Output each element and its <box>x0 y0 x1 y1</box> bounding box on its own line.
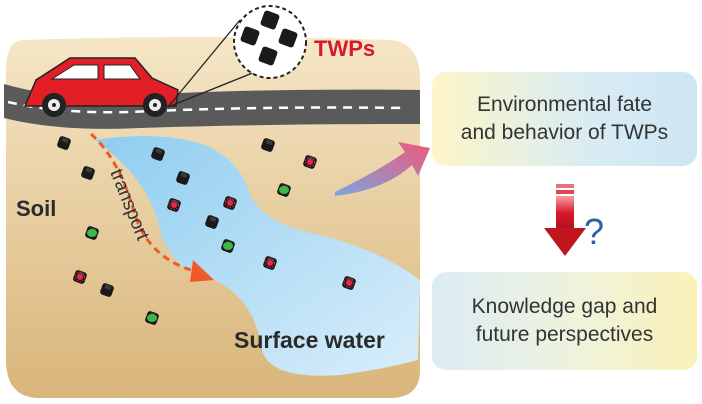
road <box>4 84 420 129</box>
soil-label: Soil <box>16 196 56 221</box>
knowledge-gap-box: Knowledge gap and future perspectives <box>432 272 697 370</box>
surface-water-label: Surface water <box>234 327 385 353</box>
car-icon <box>23 57 179 117</box>
environmental-fate-box: Environmental fate and behavior of TWPs <box>432 72 697 166</box>
box-line: and behavior of TWPs <box>460 121 669 144</box>
down-arrow-icon <box>544 184 586 256</box>
question-mark: ? <box>584 211 604 252</box>
transport-arrowhead-icon <box>190 260 214 282</box>
box-line: future perspectives <box>475 323 654 346</box>
surface-water-area <box>95 136 420 376</box>
twps-label: TWPs <box>314 36 375 61</box>
transport-arrow <box>89 132 199 274</box>
curved-arrow-icon <box>335 142 430 196</box>
box-line: Knowledge gap and <box>471 294 658 318</box>
box-line: Environmental fate <box>476 92 653 116</box>
twp-magnifier <box>167 5 307 108</box>
